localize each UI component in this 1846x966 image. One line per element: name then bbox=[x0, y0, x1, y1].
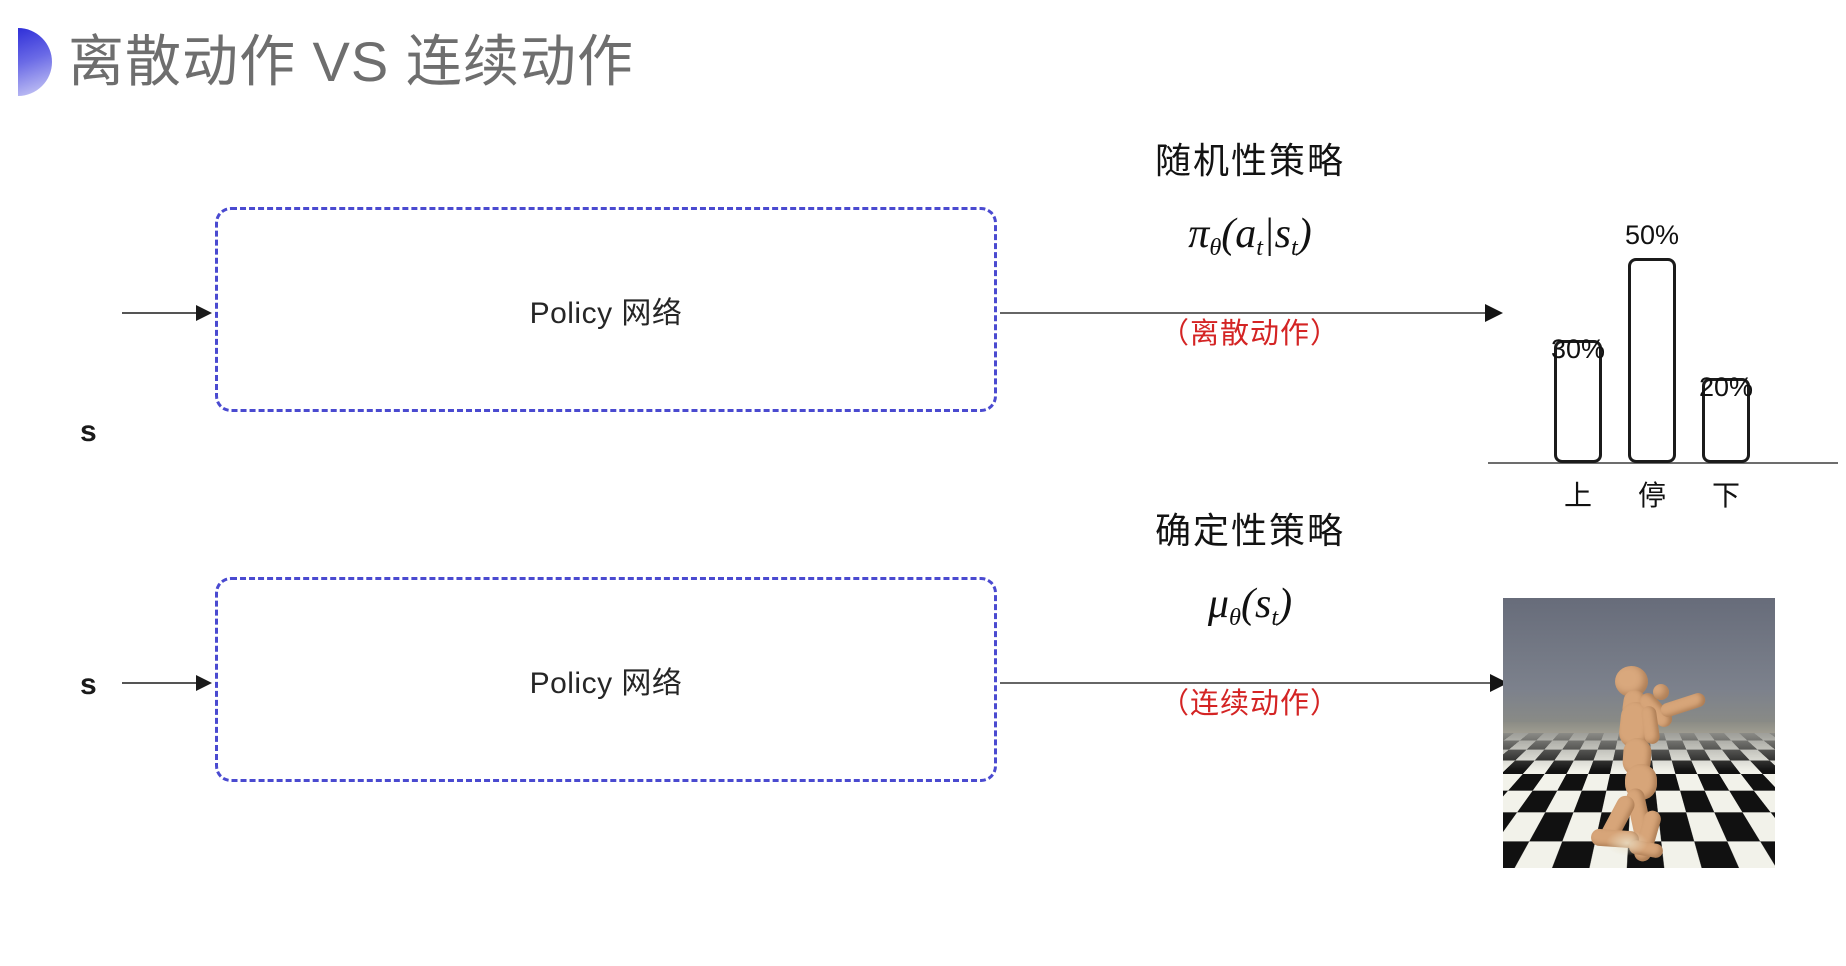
discrete-input-arrow-icon bbox=[122, 305, 212, 321]
discrete-policy-formula: πθ(at|st) bbox=[1080, 210, 1420, 261]
bar-value-up: 30% bbox=[1550, 334, 1606, 364]
formula-t-sub-1: t bbox=[1256, 233, 1264, 261]
discrete-action-row: s Policy 网络 随机性策略 πθ(at|st) （离散动作） 30% 上… bbox=[0, 120, 1846, 511]
formula-theta-sub-2: θ bbox=[1229, 603, 1241, 631]
formula-t-sub-3: t bbox=[1271, 603, 1279, 631]
floor-reflection bbox=[1606, 830, 1649, 857]
continuous-policy-network-box[interactable]: Policy 网络 bbox=[215, 577, 997, 782]
formula-pi: π bbox=[1188, 211, 1210, 257]
humanoid-hand-right bbox=[1653, 684, 1669, 700]
humanoid-simulation-image bbox=[1503, 598, 1775, 868]
title-bullet-icon bbox=[18, 28, 52, 96]
continuous-action-note: （连续动作） bbox=[1159, 688, 1340, 720]
continuous-policy-network-label: Policy 网络 bbox=[529, 666, 683, 700]
formula-open-a: (a bbox=[1221, 211, 1257, 257]
discrete-policy-type-heading: 随机性策略 bbox=[1154, 140, 1345, 181]
discrete-action-bar-chart: 30% 上 50% 停 20% 下 bbox=[1488, 216, 1838, 526]
page-title: 离散动作 VS 连续动作 bbox=[68, 30, 634, 93]
formula-close-2: ) bbox=[1278, 581, 1293, 627]
bar-down bbox=[1702, 378, 1750, 463]
formula-close: ) bbox=[1297, 211, 1312, 257]
bar-category-up: 上 bbox=[1563, 480, 1592, 511]
bar-value-down: 20% bbox=[1698, 372, 1754, 402]
discrete-annotation-stack: 随机性策略 πθ(at|st) （离散动作） bbox=[1080, 132, 1420, 352]
formula-mu: μ bbox=[1207, 581, 1229, 627]
continuous-policy-formula: μθ(st) bbox=[1080, 580, 1420, 631]
bar-value-stop: 50% bbox=[1624, 220, 1680, 250]
continuous-policy-type-heading: 确定性策略 bbox=[1154, 510, 1345, 551]
chart-x-axis bbox=[1488, 462, 1838, 464]
discrete-policy-network-label: Policy 网络 bbox=[529, 296, 683, 330]
continuous-annotation-stack: 确定性策略 μθ(st) （连续动作） bbox=[1080, 502, 1420, 722]
formula-open-s: (s bbox=[1240, 581, 1272, 627]
formula-t-sub-2: t bbox=[1290, 233, 1298, 261]
discrete-policy-network-box[interactable]: Policy 网络 bbox=[215, 207, 997, 412]
discrete-action-note: （离散动作） bbox=[1159, 318, 1340, 350]
continuous-input-state-label: s bbox=[80, 668, 97, 701]
discrete-input-state-label: s bbox=[80, 415, 97, 448]
formula-bar-s: |s bbox=[1263, 211, 1291, 257]
bar-category-stop: 停 bbox=[1637, 480, 1666, 511]
continuous-input-arrow-icon bbox=[122, 675, 212, 691]
bar-category-down: 下 bbox=[1711, 480, 1740, 511]
continuous-action-row: s Policy 网络 确定性策略 μθ(st) （连续动作） bbox=[0, 510, 1846, 940]
formula-theta-sub: θ bbox=[1209, 233, 1222, 261]
bar-up bbox=[1554, 340, 1602, 463]
discrete-output-arrow-icon bbox=[1000, 304, 1503, 322]
bar-stop bbox=[1628, 258, 1676, 463]
